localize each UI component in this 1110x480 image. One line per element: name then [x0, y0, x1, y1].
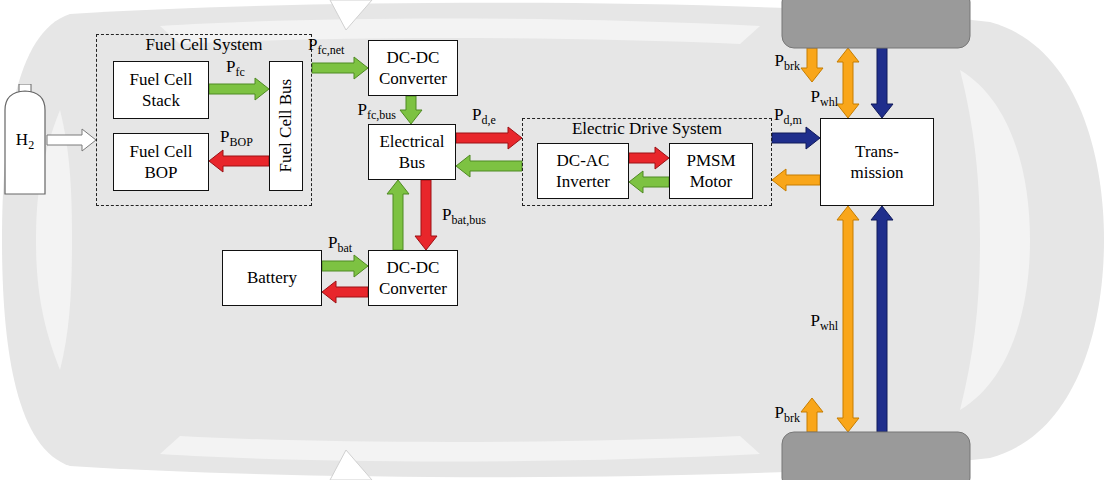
component-label: Fuel Cell BOP	[122, 141, 200, 184]
power-flow-arrow	[312, 57, 368, 79]
power-flow-arrow	[47, 129, 96, 151]
component-label: H2	[16, 129, 34, 150]
component-box: PMSM Motor	[669, 143, 753, 199]
car-side-window	[160, 436, 760, 462]
system-group: Electric Drive SystemDC-AC Inverter PMSM …	[522, 118, 772, 206]
power-flow-arrow	[322, 281, 368, 303]
symbol-subscript: brk	[784, 59, 800, 73]
wheel	[782, 0, 970, 48]
tank-body	[5, 91, 45, 194]
power-symbol: PBOP	[220, 128, 253, 146]
component-label: Fuel Cell Bus	[275, 79, 296, 173]
power-symbol: Pfc,bus	[358, 101, 396, 119]
car-mirror	[330, 450, 372, 480]
symbol-subscript: BOP	[229, 135, 252, 149]
symbol-subscript: d,e	[481, 113, 495, 127]
symbol-subscript: whl	[820, 95, 838, 109]
power-symbol: Pd,e	[472, 106, 496, 124]
power-flow-arrow	[456, 127, 522, 149]
power-flow-arrow	[629, 171, 669, 193]
component-box: Trans- mission	[820, 118, 934, 206]
symbol-letter: P	[220, 127, 229, 146]
component-label: Electrical Bus	[374, 131, 450, 174]
component-label: DC-DC Converter	[374, 47, 452, 90]
group-heading: Electric Drive System	[523, 119, 771, 138]
power-symbol: Pbrk	[775, 52, 800, 70]
power-flow-arrow	[322, 255, 368, 277]
power-symbol: Pbrk	[775, 404, 800, 422]
power-flow-arrow	[772, 127, 820, 149]
power-symbol: Pd,m	[774, 106, 802, 124]
symbol-letter: P	[226, 57, 235, 76]
symbol-letter: H	[16, 130, 28, 149]
wheel-power-arrow	[837, 48, 859, 118]
symbol-subscript: bat	[337, 241, 352, 255]
symbol-subscript: brk	[784, 411, 800, 425]
component-label: DC-DC Converter	[374, 257, 452, 300]
component-label: PMSM Motor	[679, 150, 743, 193]
component-label: Fuel Cell Stack	[122, 69, 200, 112]
car-mirror	[330, 0, 372, 30]
drive-power-arrow	[871, 206, 893, 432]
symbol-letter: P	[308, 35, 317, 54]
symbol-subscript: bat,bus	[451, 213, 485, 227]
power-flow-arrow	[772, 169, 820, 191]
symbol-letter: P	[472, 105, 481, 124]
power-flow-arrow	[456, 155, 522, 177]
symbol-letter: P	[775, 51, 784, 70]
symbol-subscript: whl	[820, 319, 838, 333]
symbol-subscript: fc,net	[317, 43, 344, 57]
component-box: Battery	[222, 250, 322, 306]
group-heading: Fuel Cell System	[97, 35, 311, 54]
component-box: DC-AC Inverter	[537, 143, 629, 199]
symbol-letter: P	[775, 403, 784, 422]
component-box: DC-DC Converter	[368, 40, 458, 96]
power-symbol: Pbat	[328, 234, 352, 252]
symbol-subscript: 2	[28, 138, 34, 152]
wheel	[782, 432, 970, 480]
power-flow-arrow	[209, 78, 269, 100]
car-body	[2, 3, 1104, 477]
symbol-subscript: d,m	[783, 113, 801, 127]
power-flow-arrow	[209, 150, 269, 172]
power-flow-arrow	[387, 180, 409, 250]
symbol-letter: P	[328, 233, 337, 252]
component-label: Battery	[247, 267, 297, 288]
bus-bar: Fuel Cell Bus	[269, 61, 303, 191]
symbol-letter: P	[811, 311, 820, 330]
component-label: DC-AC Inverter	[545, 150, 621, 193]
component-label: Trans- mission	[842, 141, 912, 184]
brake-power-arrow	[801, 48, 823, 82]
symbol-subscript: fc	[235, 65, 244, 79]
symbol-letter: P	[774, 105, 783, 124]
power-symbol: Pwhl	[811, 88, 838, 106]
hydrogen-tank: H2	[3, 84, 47, 196]
brake-power-arrow	[801, 398, 823, 432]
power-flow-arrow	[415, 180, 437, 250]
power-symbol: Pfc,net	[308, 36, 344, 54]
component-box: Fuel Cell BOP	[113, 133, 209, 191]
power-symbol: Pwhl	[811, 312, 838, 330]
power-flow-arrow	[400, 96, 422, 124]
component-box: Fuel Cell Stack	[113, 61, 209, 119]
symbol-subscript: fc,bus	[367, 108, 396, 122]
symbol-letter: P	[358, 100, 367, 119]
symbol-letter: P	[442, 205, 451, 224]
system-group: Fuel Cell SystemFuel Cell StackFuel Cell…	[96, 34, 312, 206]
car-windshield	[960, 70, 1030, 410]
component-box: DC-DC Converter	[368, 250, 458, 306]
component-box: Electrical Bus	[368, 124, 456, 180]
wheel-power-arrow	[837, 206, 859, 432]
symbol-letter: P	[811, 87, 820, 106]
power-flow-arrow	[629, 147, 669, 169]
power-symbol: Pbat,bus	[442, 206, 486, 224]
power-symbol: Pfc	[226, 58, 245, 76]
drive-power-arrow	[871, 48, 893, 118]
